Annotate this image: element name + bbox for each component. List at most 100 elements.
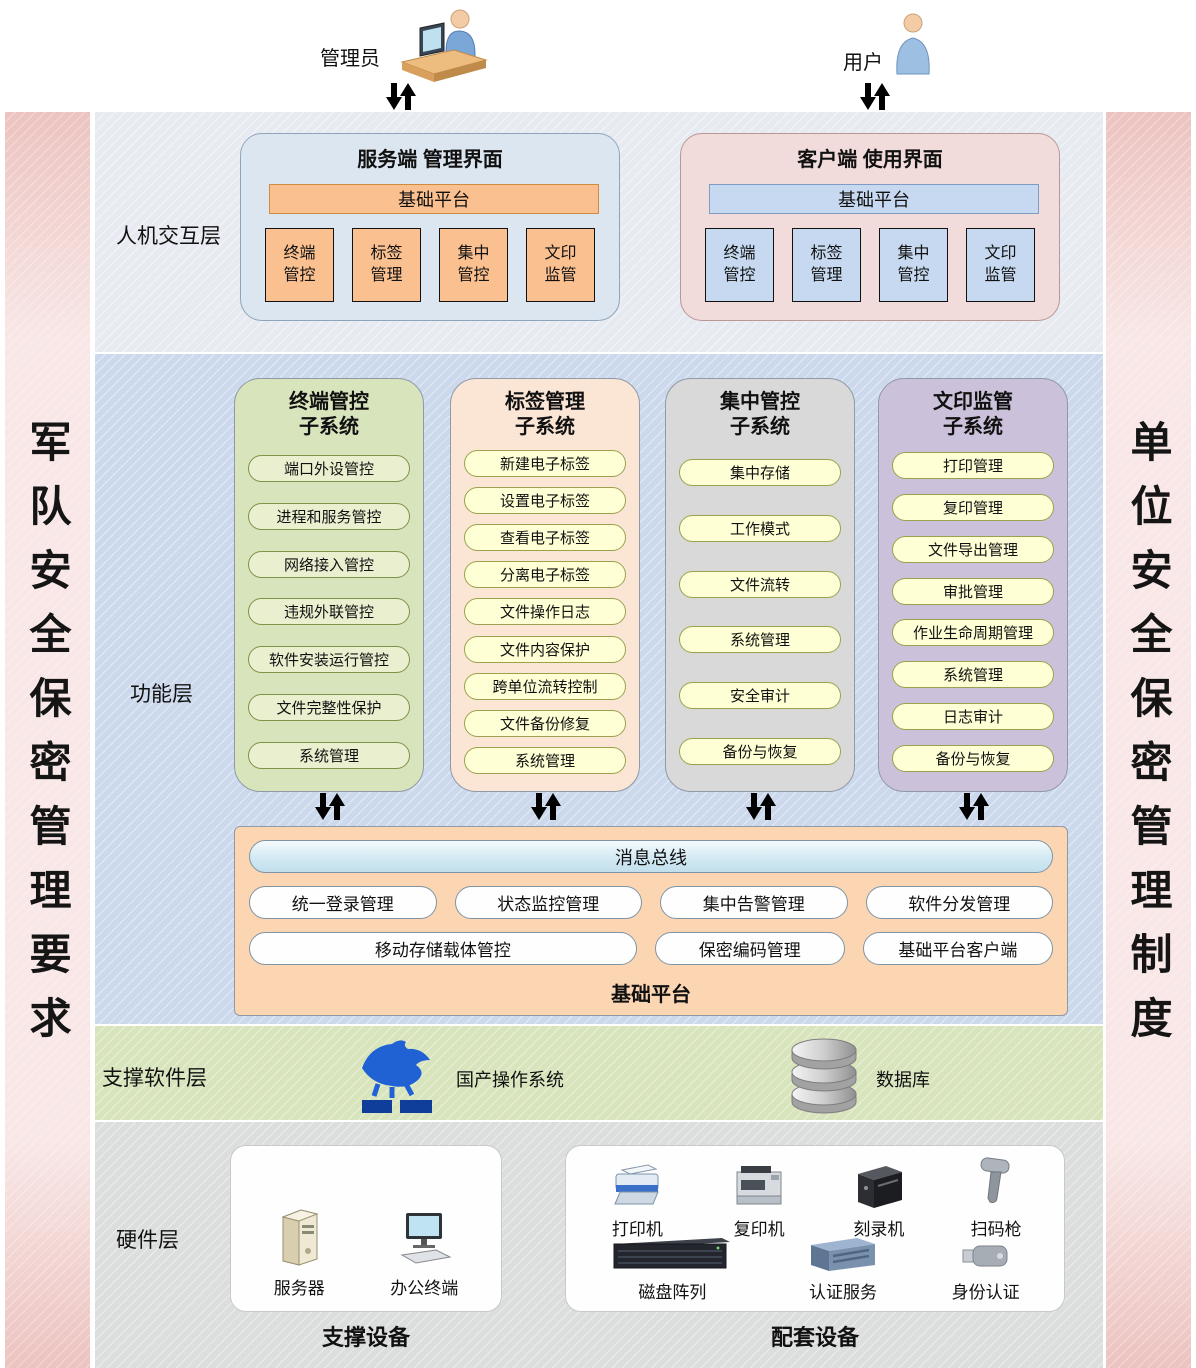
subsystem2-updown-arrows-icon <box>531 793 561 820</box>
software-layer-label: 支撑软件层 <box>102 1067 207 1090</box>
hw-item-office-terminal: 办公终端 <box>390 1209 458 1299</box>
user-person-icon <box>896 13 930 75</box>
subsystem-title: 文印监管 子系统 <box>879 379 1067 440</box>
hw-item-usb-key: 身份认证 <box>952 1239 1020 1303</box>
software-layer-band <box>95 1026 1103 1120</box>
admin-updown-arrows-icon <box>386 83 416 110</box>
user-label: 用户 <box>843 52 883 74</box>
subsystem3-updown-arrows-icon <box>746 793 776 820</box>
subsystem-item-pill: 文件备份修复 <box>464 709 626 737</box>
subsystem-item-pill: 系统管理 <box>679 626 841 654</box>
copier-icon <box>736 1166 782 1205</box>
desktop-computer-icon <box>400 1213 452 1264</box>
subsystem-item-pill: 集中存储 <box>679 459 841 487</box>
module-text: 监管 <box>544 267 577 284</box>
admin-label: 管理员 <box>320 48 380 70</box>
hw-item-label: 刻录机 <box>853 1220 905 1239</box>
subsystem-item-pill: 日志审计 <box>892 702 1054 730</box>
hw-item-label: 复印机 <box>733 1220 785 1239</box>
hw-item-label: 身份认证 <box>951 1283 1020 1302</box>
module-text: 终端 <box>723 244 756 262</box>
subsystem-item-pill: 打印管理 <box>892 452 1054 480</box>
module-text: 管控 <box>283 267 316 284</box>
auxiliary-row-2: 磁盘阵列 认证服务 身份认证 <box>576 1238 1054 1303</box>
hw-item-label: 办公终端 <box>390 1279 459 1298</box>
module-text: 集中 <box>897 244 930 262</box>
subsystem-title-line: 标签管理 <box>505 391 585 413</box>
subsystem-item-pill: 作业生命周期管理 <box>892 619 1054 647</box>
subsystem-title: 标签管理 子系统 <box>451 379 639 440</box>
support-equipment-row: 服务器 办公终端 <box>241 1182 491 1299</box>
left-banner-text: 军队安全保密管理要求 <box>24 420 71 1060</box>
subsystem-title-line: 集中管控 <box>720 391 800 413</box>
client-platform-bar: 基础平台 <box>709 184 1039 214</box>
subsystem-item-pill: 审批管理 <box>892 577 1054 605</box>
module-text: 文印 <box>544 244 577 262</box>
subsystem-title-line: 子系统 <box>730 416 790 438</box>
subsystem-title-line: 子系统 <box>515 416 575 438</box>
hardware-layer-label: 硬件层 <box>116 1229 179 1252</box>
database-label: 数据库 <box>876 1070 930 1090</box>
hw-item-label: 磁盘阵列 <box>638 1283 707 1302</box>
platform-item-pill: 状态监控管理 <box>454 886 642 919</box>
hw-item-copier: 复印机 <box>731 1158 787 1240</box>
hw-item-label: 扫码枪 <box>970 1220 1022 1239</box>
subsystem-item-pill: 文件内容保护 <box>464 635 626 663</box>
subsystem-label-management: 标签管理 子系统 新建电子标签 设置电子标签 查看电子标签 分离电子标签 文件操… <box>450 378 640 792</box>
barcode-scanner-icon <box>980 1157 1010 1203</box>
server-panel-title: 服务端 管理界面 <box>357 149 503 171</box>
module-text: 管控 <box>457 267 490 284</box>
subsystem-item-pill: 网络接入管控 <box>248 550 410 578</box>
subsystem-item-pill: 设置电子标签 <box>464 487 626 515</box>
subsystem-item-pill: 系统管理 <box>248 741 410 769</box>
subsystem-terminal-control: 终端管控 子系统 端口外设管控 进程和服务管控 网络接入管控 违规外联管控 软件… <box>234 378 424 792</box>
module-text: 管控 <box>723 267 756 284</box>
client-module-row: 终端 管控 标签 管理 集中 管控 文印 监管 <box>705 228 1035 302</box>
subsystem4-updown-arrows-icon <box>959 793 989 820</box>
subsystem-title-line: 文印监管 <box>933 391 1013 413</box>
server-tower-icon <box>281 1209 319 1266</box>
subsystem-item-pill: 新建电子标签 <box>464 450 626 478</box>
left-banner: 军队安全保密管理要求 <box>5 112 90 1368</box>
subsystem-items: 集中存储 工作模式 文件流转 系统管理 安全审计 备份与恢复 <box>679 445 841 779</box>
hw-item-label: 认证服务 <box>808 1283 877 1302</box>
base-platform-label: 基础平台 <box>611 984 691 1006</box>
hw-item-barcode-scanner: 扫码枪 <box>971 1156 1022 1240</box>
subsystem-title-line: 子系统 <box>299 416 359 438</box>
server-module-central: 集中 管控 <box>439 228 508 302</box>
domestic-os-label: 国产操作系统 <box>456 1070 564 1090</box>
platform-item-pill: 软件分发管理 <box>865 886 1053 919</box>
hw-item-disc-burner: 刻录机 <box>852 1158 906 1240</box>
disc-burner-icon <box>857 1166 902 1208</box>
client-module-print: 文印 监管 <box>966 228 1035 302</box>
disk-array-icon <box>613 1238 731 1269</box>
subsystem-item-pill: 安全审计 <box>679 681 841 709</box>
platform-item-pill: 移动存储载体管控 <box>249 932 637 965</box>
subsystem-item-pill: 跨单位流转控制 <box>464 672 626 700</box>
subsystem-item-pill: 工作模式 <box>679 514 841 542</box>
subsystem-item-pill: 软件安装运行管控 <box>248 646 410 674</box>
platform-row-2: 移动存储载体管控 保密编码管理 基础平台客户端 <box>249 932 1053 965</box>
right-banner: 单位安全保密管理制度 <box>1106 112 1191 1368</box>
subsystem-print-supervision: 文印监管 子系统 打印管理 复印管理 文件导出管理 审批管理 作业生命周期管理 … <box>878 378 1068 792</box>
uniontech-logo <box>362 1040 432 1113</box>
subsystem-item-pill: 分离电子标签 <box>464 561 626 589</box>
platform-row-1: 统一登录管理 状态监控管理 集中告警管理 软件分发管理 <box>249 886 1053 919</box>
hw-item-disk-array: 磁盘阵列 <box>610 1235 734 1303</box>
admin-workstation-icon <box>400 9 488 82</box>
module-text: 管控 <box>897 267 930 284</box>
message-bus: 消息总线 <box>249 840 1053 873</box>
subsystem-item-pill: 文件流转 <box>679 570 841 598</box>
subsystem-item-pill: 文件完整性保护 <box>248 693 410 721</box>
subsystem-item-pill: 复印管理 <box>892 494 1054 522</box>
auxiliary-equipment-group-label: 配套设备 <box>770 1325 859 1350</box>
client-module-terminal: 终端 管控 <box>705 228 774 302</box>
platform-item-pill: 统一登录管理 <box>249 886 437 919</box>
auxiliary-row-1: 打印机 复印机 刻录 <box>576 1154 1054 1240</box>
subsystem-title: 终端管控 子系统 <box>235 379 423 440</box>
subsystem-item-pill: 端口外设管控 <box>248 455 410 483</box>
subsystem-item-pill: 文件操作日志 <box>464 598 626 626</box>
subsystem-items: 新建电子标签 设置电子标签 查看电子标签 分离电子标签 文件操作日志 文件内容保… <box>464 445 626 779</box>
hw-item-printer: 打印机 <box>608 1158 666 1240</box>
